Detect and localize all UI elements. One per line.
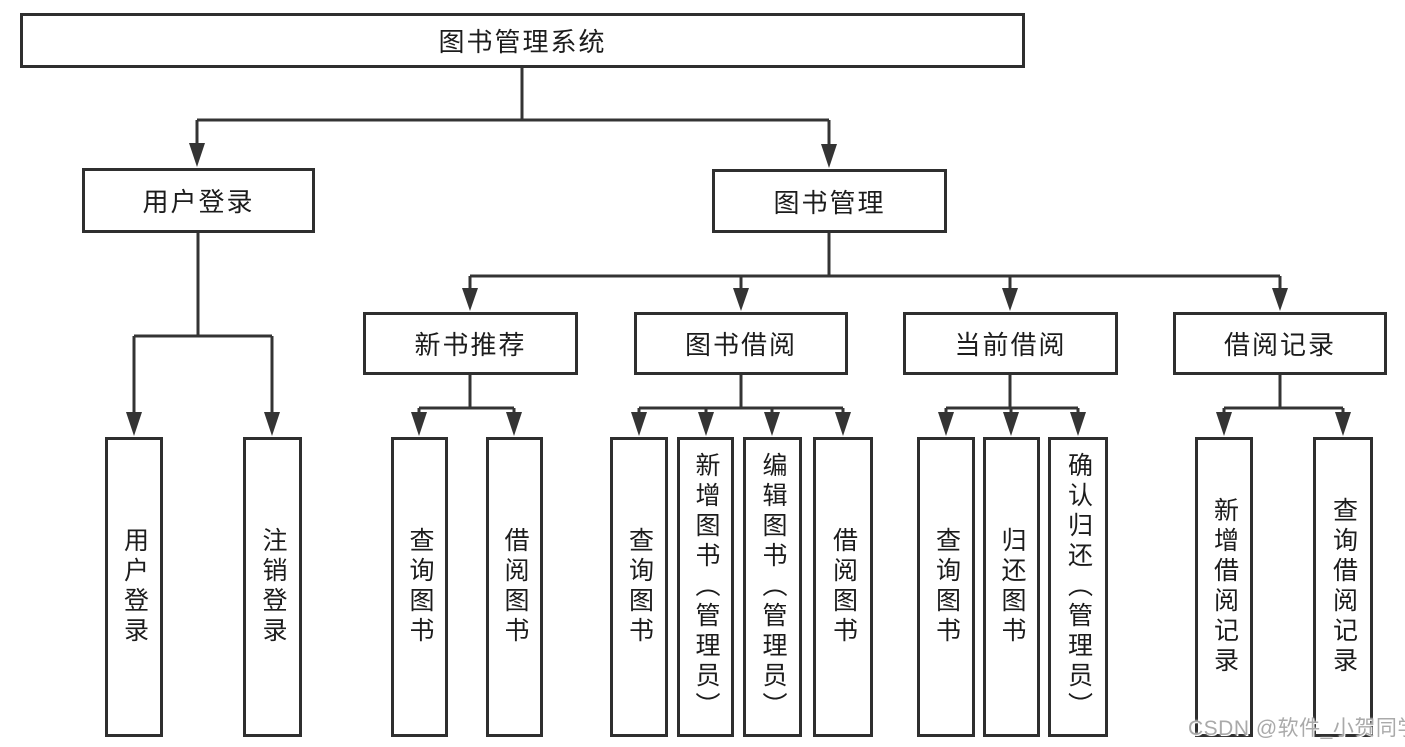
node-new-book-recommend-label: 新书推荐 (414, 330, 527, 360)
node-current-borrowing: 当前借阅 (903, 312, 1118, 375)
node-user-login: 用户登录 (82, 168, 315, 233)
watermark-text: CSDN @软件_小贺同学 (1188, 717, 1405, 740)
leaf-confirm-return-admin-label: 确认归还（管理员） (1064, 452, 1093, 722)
leaf-query-borrow-record-label: 查询借阅记录 (1329, 497, 1358, 677)
leaf-recommend-borrow-books-label: 借阅图书 (501, 527, 529, 647)
leaf-return-books-label: 归还图书 (998, 527, 1026, 647)
leaf-logout: 注销登录 (243, 437, 302, 737)
leaf-logout-label: 注销登录 (259, 527, 287, 647)
leaf-add-books-admin: 新增图书（管理员） (677, 437, 734, 737)
leaf-query-borrow-record: 查询借阅记录 (1313, 437, 1373, 737)
leaf-current-query-books: 查询图书 (917, 437, 975, 737)
leaf-borrowing-query-books-label: 查询图书 (625, 527, 654, 647)
leaf-borrowing-query-books: 查询图书 (610, 437, 668, 737)
leaf-user-login-label: 用户登录 (120, 527, 149, 647)
node-book-management-label: 图书管理 (773, 187, 886, 218)
node-book-management: 图书管理 (712, 169, 947, 233)
leaf-return-books: 归还图书 (983, 437, 1040, 737)
leaf-recommend-borrow-books: 借阅图书 (486, 437, 543, 737)
node-book-borrowing: 图书借阅 (634, 312, 848, 375)
leaf-add-books-admin-label: 新增图书（管理员） (692, 452, 720, 722)
leaf-recommend-query-books-label: 查询图书 (406, 527, 434, 647)
node-root-system-label: 图书管理系统 (438, 27, 607, 57)
leaf-edit-books-admin: 编辑图书（管理员） (743, 437, 802, 737)
node-current-borrowing-label: 当前借阅 (954, 330, 1067, 360)
leaf-add-borrow-record: 新增借阅记录 (1195, 437, 1253, 737)
node-user-login-label: 用户登录 (142, 187, 255, 217)
leaf-edit-books-admin-label: 编辑图书（管理员） (759, 452, 787, 722)
node-borrowing-records-label: 借阅记录 (1223, 330, 1336, 360)
leaf-borrowing-borrow-books-label: 借阅图书 (829, 527, 858, 647)
node-new-book-recommend: 新书推荐 (363, 312, 578, 375)
leaf-confirm-return-admin: 确认归还（管理员） (1048, 437, 1108, 737)
leaf-current-query-books-label: 查询图书 (932, 527, 961, 647)
leaf-user-login: 用户登录 (105, 437, 163, 737)
leaf-borrowing-borrow-books: 借阅图书 (813, 437, 873, 737)
node-borrowing-records: 借阅记录 (1173, 312, 1387, 375)
node-book-borrowing-label: 图书借阅 (684, 330, 797, 360)
leaf-recommend-query-books: 查询图书 (391, 437, 448, 737)
leaf-add-borrow-record-label: 新增借阅记录 (1210, 497, 1239, 677)
node-root-system: 图书管理系统 (20, 13, 1025, 68)
